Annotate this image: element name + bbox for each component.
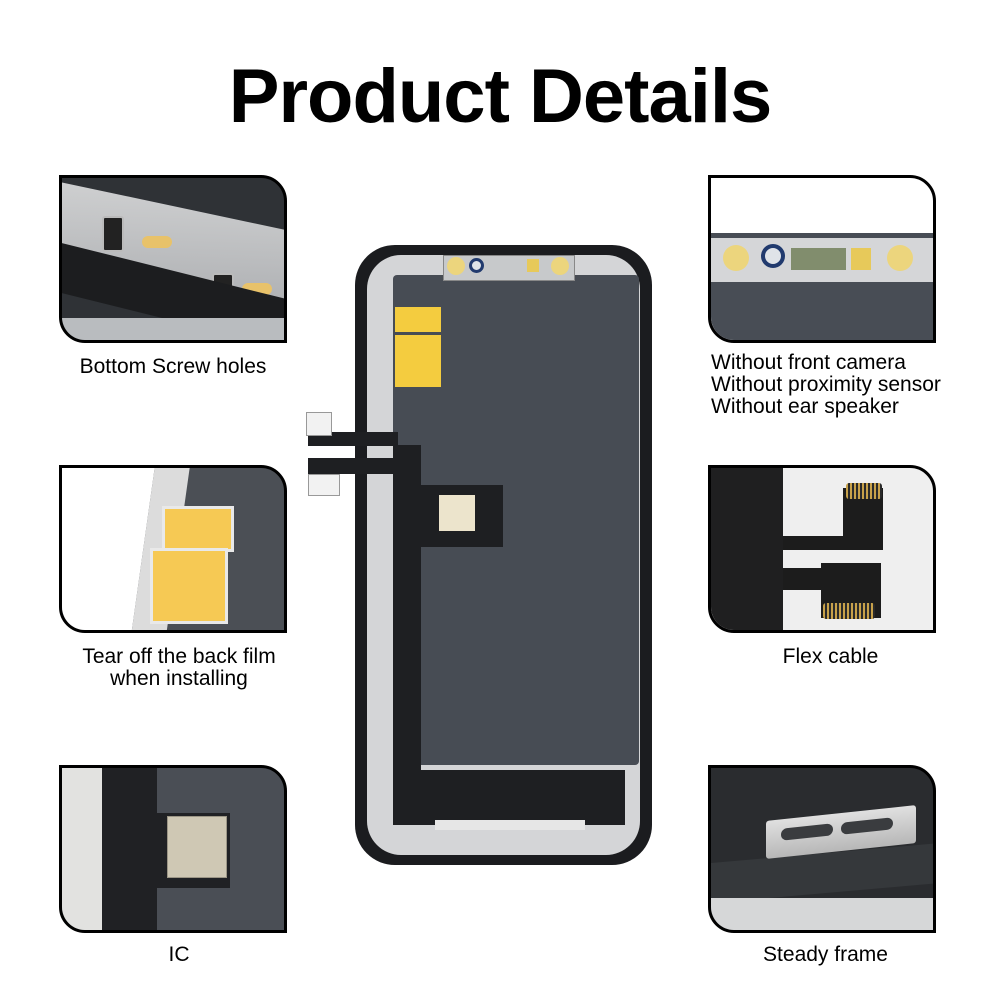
film-tab-top	[395, 307, 441, 332]
caption-bottom-screw-holes: Bottom Screw holes	[79, 355, 267, 378]
caption-line: Without ear speaker	[711, 395, 899, 418]
film-tab-bottom	[395, 335, 441, 387]
connector-icon	[823, 603, 875, 619]
screw-bracket-icon	[102, 216, 124, 252]
flex-ribbon-lower	[308, 458, 398, 474]
frame-edge	[711, 468, 783, 630]
gold-pad-icon	[447, 257, 465, 275]
ic-chip-icon	[439, 495, 475, 531]
bottom-connector-strip	[435, 820, 585, 830]
camera-lens-icon	[469, 258, 484, 273]
bottom-screw-holes-photo	[59, 175, 287, 343]
gold-pad-icon	[723, 245, 749, 271]
film-tab-bottom	[150, 548, 228, 624]
bottom-surface	[711, 898, 933, 930]
metal-side	[62, 768, 102, 930]
flex-connector-lower	[308, 474, 340, 496]
page-title: Product Details	[228, 54, 772, 139]
ic-photo	[59, 765, 287, 933]
bottom-board	[393, 770, 625, 825]
lower-tray	[62, 318, 284, 340]
steady-frame-photo	[708, 765, 936, 933]
lcd-screen-assembly	[355, 245, 652, 865]
gold-square-pad	[527, 259, 539, 272]
ic-chip-icon	[167, 816, 227, 878]
back-film-photo	[59, 465, 287, 633]
front-sensors-photo	[708, 175, 936, 343]
caption-line: when installing	[110, 667, 248, 690]
gold-pad	[142, 236, 172, 248]
caption-line: Without front camera	[711, 351, 906, 374]
caption-back-film: Tear off the back film when installing	[59, 646, 299, 690]
gold-square-pad	[851, 248, 871, 270]
caption-line: Tear off the back film	[82, 645, 276, 668]
caption-steady-frame: Steady frame	[763, 943, 888, 966]
caption-line: Without proximity sensor	[711, 373, 941, 396]
flex-connector-upper	[306, 412, 332, 436]
connector-icon	[846, 483, 882, 499]
caption-flex-cable: Flex cable	[782, 645, 879, 668]
caption-front-sensors: Without front camera Without proximity s…	[711, 352, 1000, 418]
film-tab-top	[162, 506, 234, 552]
camera-lens-icon	[761, 244, 785, 268]
sensor-board	[791, 248, 846, 270]
flex-cable-photo	[708, 465, 936, 633]
gold-pad-icon	[887, 245, 913, 271]
caption-ic: IC	[168, 943, 190, 966]
gold-pad-icon	[551, 257, 569, 275]
